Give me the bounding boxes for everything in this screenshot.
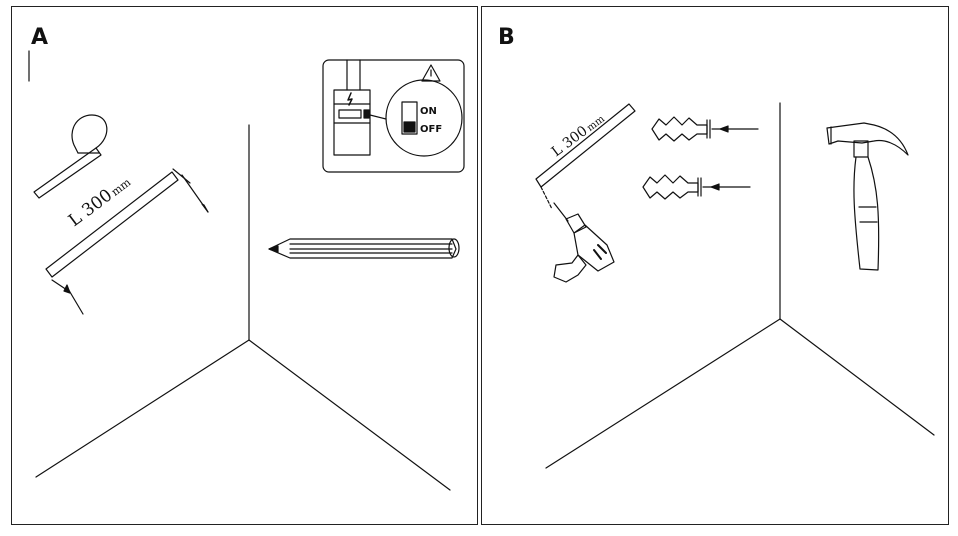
pencil-icon <box>268 238 460 259</box>
panel-b-label: B <box>498 25 515 50</box>
floor-left-line <box>35 339 250 478</box>
floor-right-line <box>779 318 935 436</box>
switch-off-label: OFF <box>420 124 442 135</box>
panel-a-label: A <box>31 25 48 50</box>
switch-on-label: ON <box>420 106 437 117</box>
panel-a: A <box>11 6 478 525</box>
switch-toggle-icon <box>401 101 418 135</box>
panel-b-illustration: L 300mm <box>535 102 935 469</box>
breaker-inset <box>322 59 465 173</box>
floor-right-line <box>248 339 451 491</box>
ruler-a-label: L 300mm <box>65 171 135 231</box>
tape-icon <box>33 114 108 199</box>
hammer-icon <box>826 122 909 271</box>
ruler-b-label: L 300mm <box>549 110 608 160</box>
lightning-icon <box>347 92 353 106</box>
floor-left-line <box>545 318 781 469</box>
warning-icon <box>421 64 441 82</box>
ruler-b-icon <box>535 103 636 210</box>
drill-icon <box>553 202 615 283</box>
wall-plug-icon-2 <box>642 174 751 200</box>
panel-a-illustration: L 300mm ON OFF <box>28 50 465 491</box>
ruler-a-icon <box>45 168 209 315</box>
wall-plug-icon-1 <box>651 116 759 142</box>
magnifier-circle <box>385 79 463 157</box>
panel-b: B <box>481 6 949 525</box>
